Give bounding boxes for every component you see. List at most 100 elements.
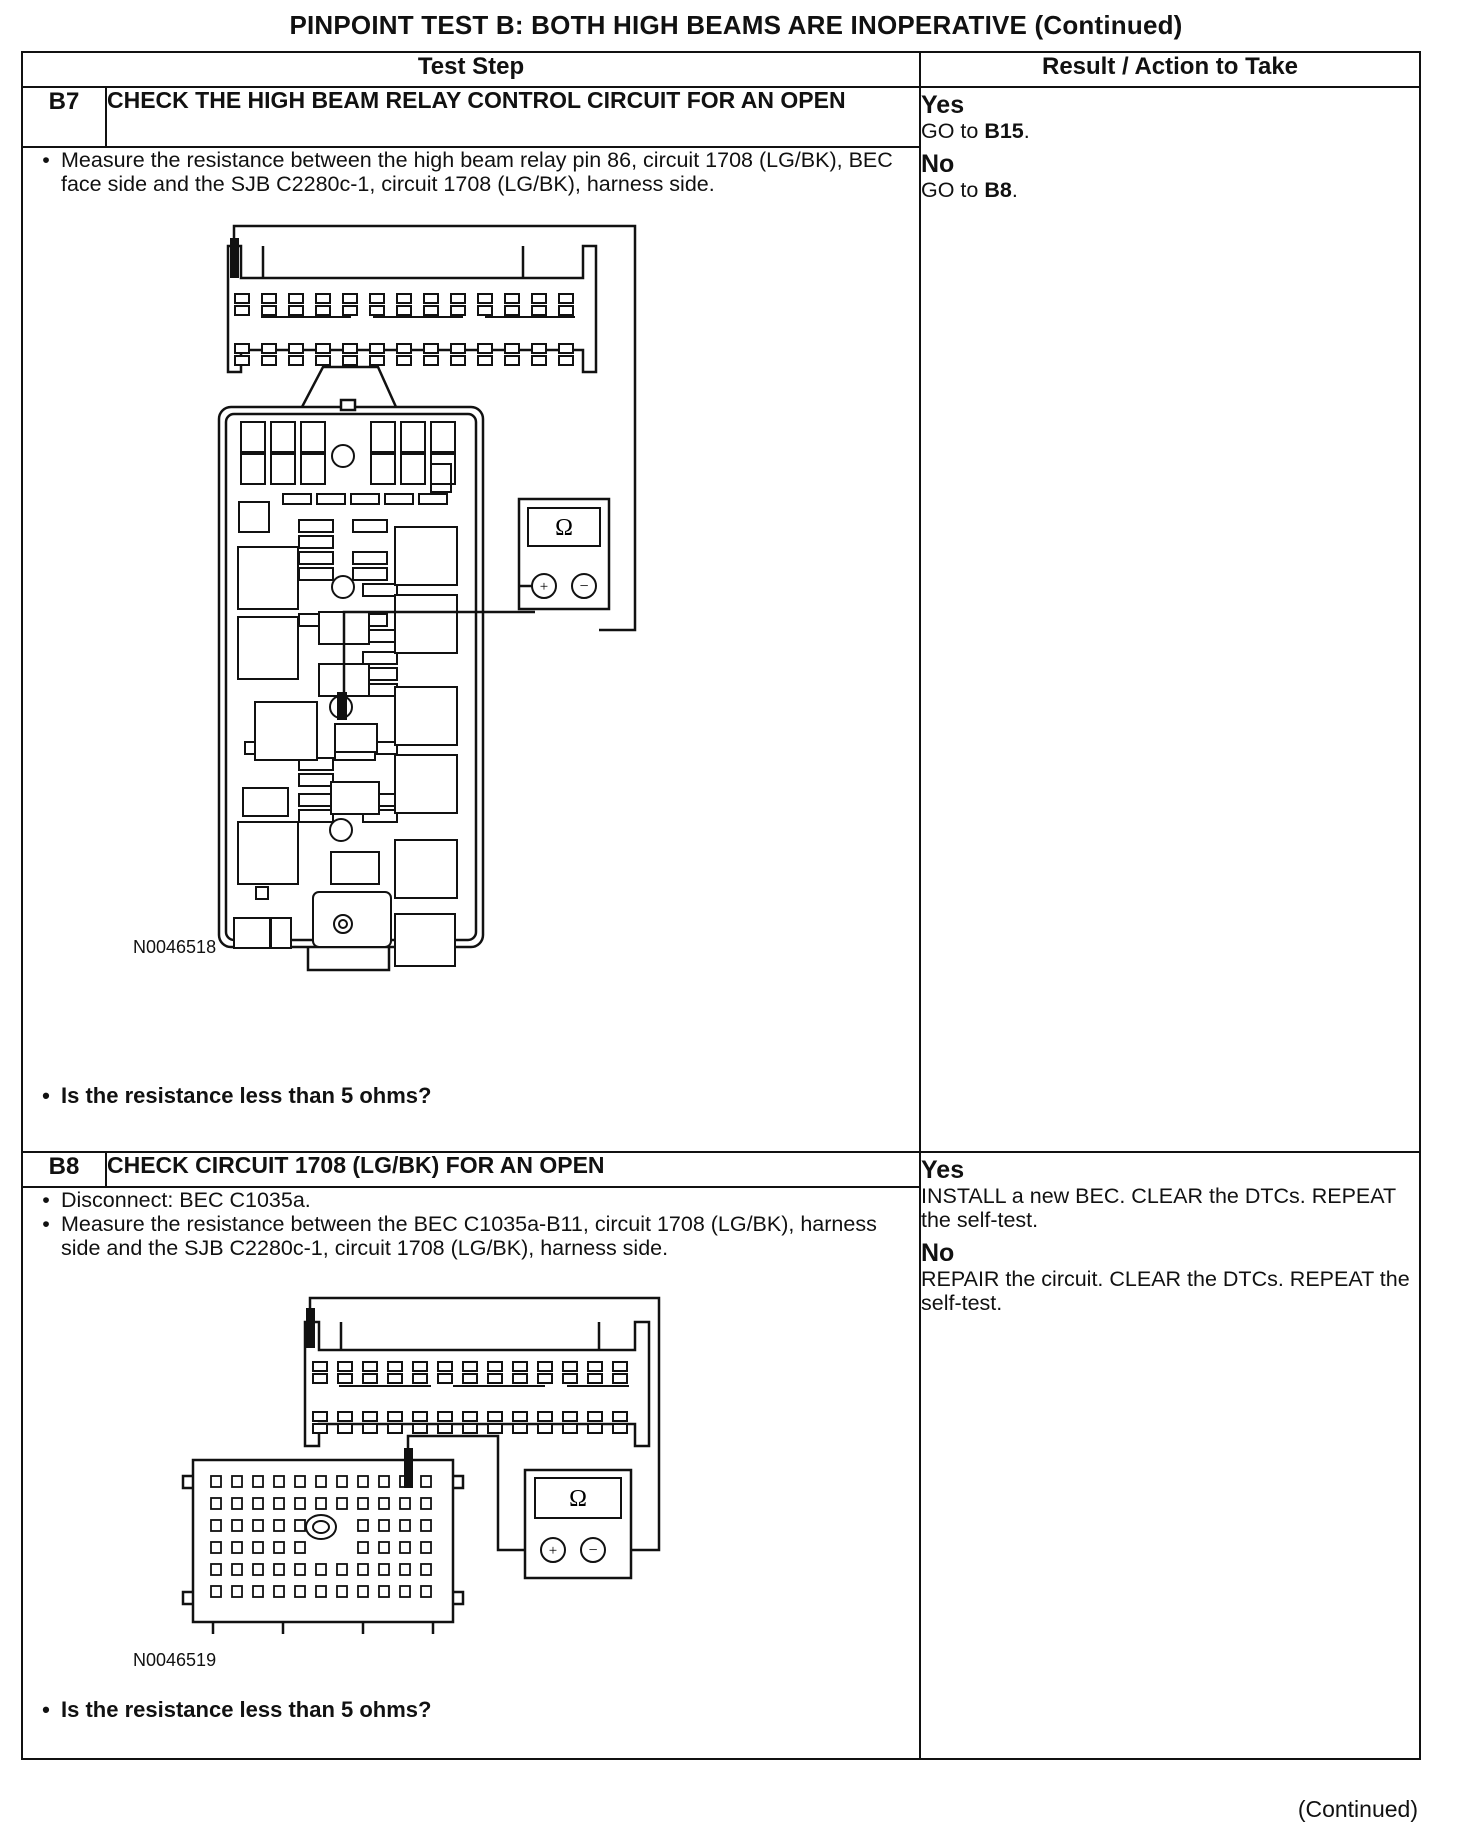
connector-pin — [437, 1423, 453, 1434]
column-header-result-action: Result / Action to Take — [919, 51, 1421, 88]
connector-pin — [210, 1541, 222, 1554]
connector-pin — [531, 305, 547, 316]
connector-pin — [420, 1475, 432, 1488]
mini-fuse — [298, 793, 334, 807]
svg-text:+: + — [549, 1543, 557, 1559]
fuse — [240, 421, 266, 453]
step-body: •Disconnect: BEC C1035a. •Measure the re… — [21, 1186, 921, 1760]
connector-pin — [399, 1563, 411, 1576]
fuse — [240, 453, 266, 485]
fuse — [370, 453, 396, 485]
connector-pin — [231, 1563, 243, 1576]
connector-pin — [336, 1497, 348, 1510]
step-b8-body-row: •Disconnect: BEC C1035a. •Measure the re… — [21, 1186, 1420, 1760]
connector-pin — [357, 1563, 369, 1576]
step-b8-title-row: B8 CHECK CIRCUIT 1708 (LG/BK) FOR AN OPE… — [21, 1151, 1421, 1760]
bec-c1035a-outline — [191, 1458, 455, 1624]
connector-pin — [294, 1497, 306, 1510]
meter-symbol: Ω — [569, 1486, 587, 1512]
connector-pin — [273, 1585, 285, 1598]
connector-pin — [273, 1541, 285, 1554]
connector-pin — [387, 1373, 403, 1384]
connector-pin — [587, 1361, 603, 1372]
fuse — [300, 453, 326, 485]
connector-pin — [437, 1411, 453, 1422]
connector-pin — [231, 1497, 243, 1510]
connector-pin — [252, 1585, 264, 1598]
result-no-label: No — [921, 1239, 955, 1267]
connector-pin — [587, 1423, 603, 1434]
instruction-bullet: •Measure the resistance between the BEC … — [42, 1212, 877, 1260]
connector-pin — [450, 343, 466, 354]
sjb-connector-outline — [303, 1320, 651, 1448]
fuse — [270, 421, 296, 453]
mini-fuse — [298, 773, 334, 787]
wiring-figure-b7: + − Ω N0046518 — [23, 202, 901, 1092]
connector-pin — [450, 305, 466, 316]
connector-pin — [231, 1519, 243, 1532]
step-b7-result: Yes GO to B15. No GO to B8. — [919, 86, 1421, 1153]
step-b7-title-row: B7 CHECK THE HIGH BEAM RELAY CONTROL CIR… — [21, 86, 1421, 1153]
connector-pin — [504, 293, 520, 304]
connector-pin — [315, 1585, 327, 1598]
connector-pin — [396, 343, 412, 354]
connector-pin — [378, 1519, 390, 1532]
fuse — [400, 421, 426, 453]
connector-pin — [420, 1563, 432, 1576]
connector-pin — [399, 1585, 411, 1598]
mini-fuse — [362, 651, 398, 665]
step-reference: B15 — [984, 119, 1024, 143]
connector-pin — [210, 1519, 222, 1532]
connector-pin — [337, 1373, 353, 1384]
connector-pin — [450, 293, 466, 304]
connector-pin — [357, 1585, 369, 1598]
mini-fuse — [362, 583, 398, 597]
connector-pin — [396, 355, 412, 366]
column-header-test-step: Test Step — [21, 51, 921, 88]
sjb-connector-outline — [226, 244, 598, 374]
connector-pin — [336, 1475, 348, 1488]
connector-pin — [315, 343, 331, 354]
meter-probe-icon — [306, 1308, 315, 1348]
connector-pin — [562, 1423, 578, 1434]
connector-pin — [312, 1361, 328, 1372]
connector-pin — [531, 293, 547, 304]
connector-pin — [362, 1373, 378, 1384]
mini-fuse — [298, 809, 334, 823]
connector-pin — [210, 1497, 222, 1510]
instruction-bullet: •Disconnect: BEC C1035a. — [42, 1188, 311, 1212]
result-yes-action: GO to B15. — [921, 119, 1030, 143]
step-body: •Measure the resistance between the high… — [21, 146, 921, 1153]
step-question: •Is the resistance less than 5 ohms? — [42, 1083, 432, 1108]
page-title: PINPOINT TEST B: BOTH HIGH BEAMS ARE INO… — [289, 10, 1183, 40]
connector-pin — [288, 355, 304, 366]
fuse — [418, 493, 448, 505]
connector-pin — [231, 1541, 243, 1554]
connector-pin — [504, 343, 520, 354]
connector-pin — [336, 1585, 348, 1598]
connector-pin — [587, 1373, 603, 1384]
connector-pin — [558, 343, 574, 354]
result-yes-label: Yes — [921, 1156, 965, 1184]
connector-pin — [378, 1563, 390, 1576]
connector-pin — [396, 305, 412, 316]
connector-pin — [288, 293, 304, 304]
connector-pin — [504, 305, 520, 316]
meter-symbol: Ω — [555, 515, 573, 541]
connector-pin — [420, 1519, 432, 1532]
connector-pin — [399, 1541, 411, 1554]
step-title: CHECK THE HIGH BEAM RELAY CONTROL CIRCUI… — [105, 86, 921, 148]
fuse — [282, 493, 312, 505]
connector-pin — [234, 293, 250, 304]
connector-pin — [537, 1411, 553, 1422]
connector-pin — [252, 1475, 264, 1488]
mini-fuse — [352, 519, 388, 533]
connector-pin — [294, 1541, 306, 1554]
connector-pin — [273, 1497, 285, 1510]
connector-pin — [487, 1411, 503, 1422]
instruction-bullet: •Measure the resistance between the high… — [42, 148, 893, 196]
connector-pin — [420, 1497, 432, 1510]
connector-pin — [273, 1475, 285, 1488]
connector-pin — [210, 1475, 222, 1488]
result-no-label: No — [921, 150, 955, 178]
